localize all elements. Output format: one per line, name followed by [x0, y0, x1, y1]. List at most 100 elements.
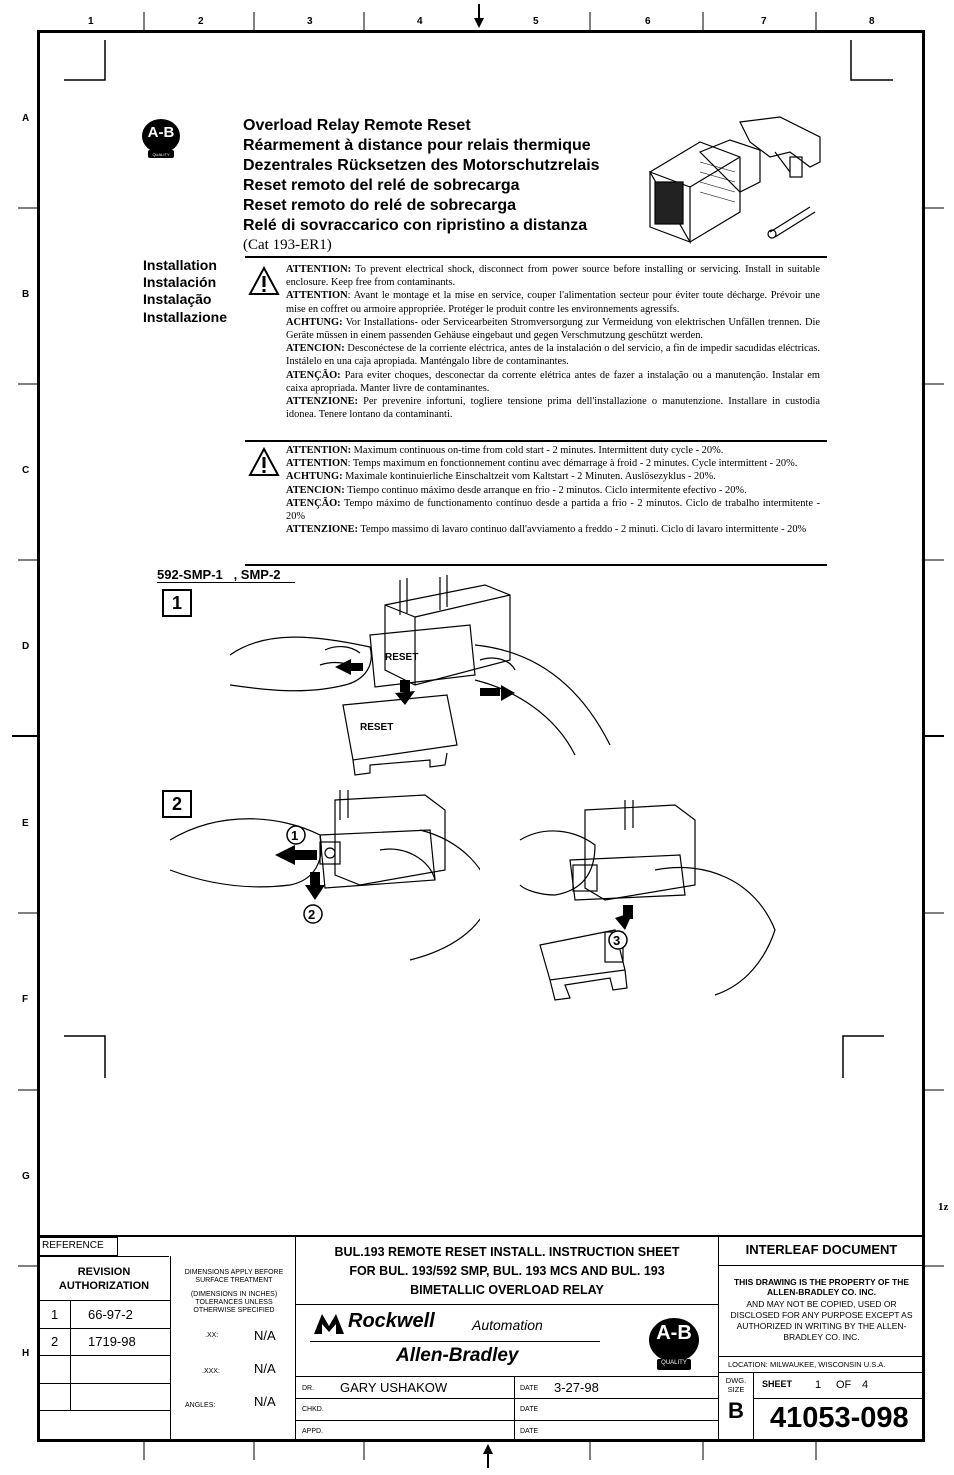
zone-row-g: G: [22, 1171, 30, 1182]
rule-middle: [245, 440, 827, 442]
installation-pt: Instalação: [143, 291, 212, 307]
zone-col-1: 1: [88, 16, 94, 27]
zone-col-3: 3: [307, 16, 313, 27]
step-2-illustration-right: 3: [519, 800, 776, 1001]
divider: [296, 1304, 718, 1305]
automation-wordmark: Automation: [472, 1317, 543, 1333]
angles-label: ANGLES:: [185, 1402, 216, 1409]
tol-xx-label: .XX:: [205, 1332, 219, 1339]
allen-bradley-wordmark: Allen-Bradley: [396, 1345, 519, 1366]
date-value: 3-27-98: [554, 1380, 599, 1395]
divider: [39, 1383, 170, 1384]
document-title-line-3: BIMETALLIC OVERLOAD RELAY: [410, 1283, 604, 1297]
revision-2-num: 2: [51, 1334, 59, 1349]
divider: [295, 1237, 296, 1442]
divider: [753, 1398, 924, 1399]
dwg-size: B: [728, 1398, 744, 1423]
document-title: BUL.193 REMOTE RESET INSTALL. INSTRUCTIO…: [296, 1243, 718, 1300]
allen-bradley-logo: [142, 119, 180, 158]
zone-col-2: 2: [198, 16, 204, 27]
reset-label: RESET: [360, 722, 393, 733]
zone-row-h: H: [22, 1348, 30, 1359]
divider: [39, 1300, 170, 1301]
installation-en: Installation: [143, 257, 217, 273]
chkd-date-label: DATE: [520, 1406, 539, 1413]
rule-bottom: [245, 564, 827, 566]
sheet-label: SHEET: [762, 1379, 793, 1389]
zone-row-b: B: [22, 289, 30, 300]
zone-row-a: A: [22, 113, 30, 124]
warning2-pt: ATENÇÃO: Tempo máximo de functionamento …: [286, 497, 820, 523]
appd-label: APPD.: [302, 1428, 324, 1435]
installation-es: Instalación: [143, 274, 217, 290]
document-number: 41053-098: [770, 1402, 909, 1434]
rule-top: [245, 256, 827, 258]
divider: [718, 1237, 719, 1442]
divider: [70, 1300, 71, 1410]
property-notice: AND MAY NOT BE COPIED, USED OR DISCLOSED…: [730, 1299, 913, 1342]
callout-1: 1: [291, 828, 298, 843]
divider: [39, 1410, 170, 1411]
divider: [170, 1256, 171, 1440]
divider: [514, 1376, 515, 1442]
divider: [296, 1420, 718, 1421]
title-block-top-rule: [37, 1235, 925, 1237]
location: LOCATION: MILWAUKEE, WISCONSIN U.S.A.: [728, 1360, 886, 1369]
title-de: Dezentrales Rücksetzen des Motorschutzre…: [243, 157, 600, 174]
dr-label: DR.: [302, 1385, 315, 1392]
chkd-label: CHKD.: [302, 1406, 324, 1413]
margin-note: 1z: [938, 1201, 949, 1213]
angles-value: N/A: [254, 1394, 276, 1409]
callout-2: 2: [308, 907, 315, 922]
dims-note: DIMENSIONS APPLY BEFORE SURFACE TREATMEN…: [184, 1269, 284, 1284]
installation-it: Installazione: [143, 309, 228, 325]
warning1-de: ACHTUNG: Vor Installations- oder Service…: [286, 316, 820, 342]
warning2-it: ATTENZIONE: Tempo massimo di lavaro cont…: [286, 524, 807, 536]
warning1-pt: ATENÇÃO: Para eviter choques, desconecta…: [286, 369, 820, 394]
divider: [719, 1372, 924, 1373]
reset-label: RESET: [385, 652, 418, 663]
step-2-box: 2: [162, 790, 192, 818]
divider: [753, 1372, 754, 1442]
quality-logo-sub: QUALITY: [661, 1360, 687, 1366]
warning2-es: ATENCION: Tiempo continuo máximo desde a…: [286, 484, 747, 496]
relay-product-illustration: [648, 116, 821, 245]
zone-col-4: 4: [417, 16, 423, 27]
revision-2-code: 1719-98: [88, 1334, 136, 1349]
catalog-number: (Cat 193-ER1): [243, 237, 332, 253]
drawing-border: [37, 30, 925, 1442]
warning1-fr: ATTENTION: Avant le montage et la mise e…: [286, 290, 820, 315]
warning2-fr: ATTENTION: Temps maximum en fonctionneme…: [286, 458, 798, 470]
sheet-of: OF: [836, 1379, 852, 1391]
zone-row-f: F: [22, 994, 29, 1005]
warning2-en: ATTENTION: Maximum continuous on-time fr…: [286, 445, 724, 456]
revision-1-num: 1: [51, 1307, 59, 1322]
date-label: DATE: [520, 1385, 539, 1392]
title-it: Relé di sovraccarico con ripristino a di…: [243, 217, 588, 234]
zone-row-d: D: [22, 641, 30, 652]
divider: [39, 1256, 169, 1257]
dwg-size-label: DWG. SIZE: [725, 1376, 747, 1394]
step-1-box: 1: [162, 589, 192, 617]
reference-label: REFERENCE: [42, 1240, 104, 1251]
zone-col-6: 6: [645, 16, 651, 27]
revision-authorization: REVISION AUTHORIZATION: [58, 1266, 150, 1292]
callout-3: 3: [613, 933, 620, 948]
divider: [296, 1398, 718, 1399]
warning2-de: ACHTUNG: Maximale kontinuierliche Einsch…: [286, 471, 716, 483]
drawn-by: GARY USHAKOW: [340, 1380, 448, 1395]
divider: [310, 1341, 600, 1342]
quality-logo-text: A-B: [656, 1322, 692, 1344]
zone-col-5: 5: [533, 16, 539, 27]
rockwell-wordmark: Rockwell: [348, 1310, 435, 1332]
warning1-es: ATENCION: Desconéctese de la corriente e…: [286, 343, 820, 368]
allen-bradley-quality-logo: [649, 1318, 699, 1370]
logo-text: A-B: [147, 124, 175, 141]
step-1-illustration: RESET RESET: [229, 575, 611, 776]
divider: [39, 1355, 170, 1356]
warning-icon: [248, 447, 280, 476]
appd-date-label: DATE: [520, 1428, 539, 1435]
tol-xxx-label: .XXX:: [202, 1368, 220, 1375]
rockwell-logo-icon: [314, 1314, 344, 1334]
